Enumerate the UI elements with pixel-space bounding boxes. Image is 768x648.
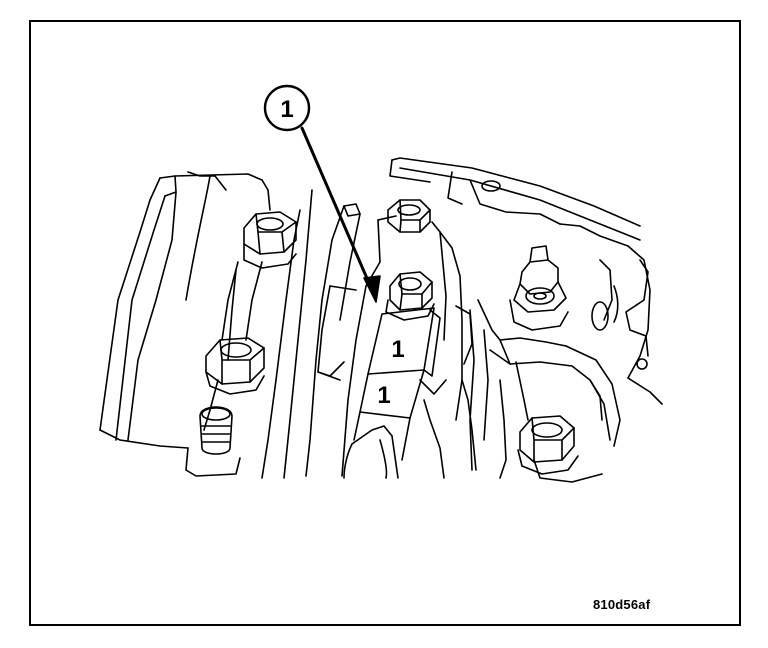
cap-mark-upper: 1 xyxy=(391,336,404,363)
cap-mark-lower: 1 xyxy=(377,382,390,409)
callout-number: 1 xyxy=(280,96,293,123)
callout-1: 1 xyxy=(263,84,311,132)
hex-bolt-left-lower xyxy=(205,337,265,395)
illustration-frame xyxy=(29,20,741,626)
hex-bolt-right-upper xyxy=(509,245,569,331)
left-bearing-strap xyxy=(203,261,263,431)
callout-leader xyxy=(300,126,381,303)
hex-bolt-right-lower xyxy=(517,415,579,475)
right-counterweight xyxy=(469,299,621,483)
right-engine-block xyxy=(389,157,663,405)
stud-bolt-left xyxy=(185,406,241,477)
bearing-cap-column xyxy=(305,203,477,477)
hex-bolt-left-upper xyxy=(243,211,297,269)
hex-bolt-center-top xyxy=(387,199,431,233)
figure-id: 810d56af xyxy=(593,597,651,612)
hex-bolt-center-cap xyxy=(385,271,435,321)
crankshaft-journal xyxy=(343,379,447,479)
bearing-cap-id-marks xyxy=(353,307,441,461)
left-engine-block xyxy=(99,171,313,479)
